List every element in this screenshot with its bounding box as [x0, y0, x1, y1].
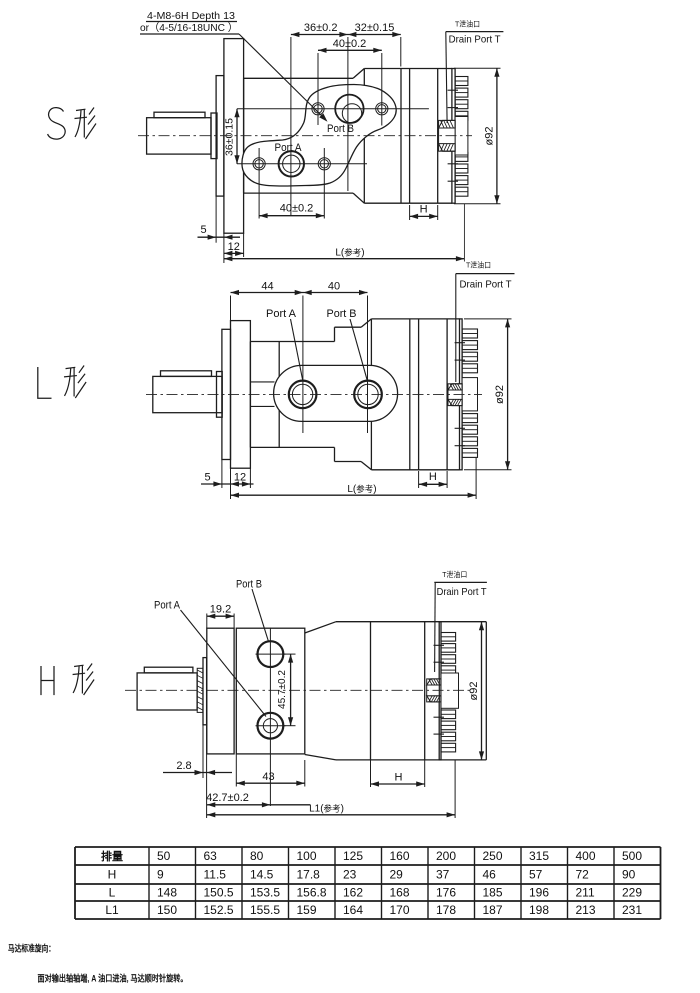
- svg-text:2.8: 2.8: [176, 760, 191, 772]
- svg-text:5: 5: [200, 224, 206, 236]
- svg-text:T泄油口: T泄油口: [455, 19, 480, 29]
- svg-text:Port B: Port B: [327, 308, 357, 320]
- svg-text:Port A: Port A: [266, 308, 297, 320]
- svg-text:72: 72: [576, 868, 590, 882]
- svg-text:187: 187: [483, 903, 503, 917]
- svg-text:36±0.2: 36±0.2: [304, 22, 338, 34]
- svg-text:32±0.15: 32±0.15: [355, 22, 395, 34]
- svg-text:L1: L1: [105, 903, 119, 917]
- svg-text:178: 178: [436, 903, 456, 917]
- svg-text:164: 164: [343, 903, 363, 917]
- svg-text:14.5: 14.5: [250, 868, 274, 882]
- svg-text:125: 125: [343, 849, 363, 863]
- svg-text:250: 250: [483, 849, 503, 863]
- svg-text:H: H: [429, 471, 437, 483]
- svg-text:150: 150: [157, 903, 177, 917]
- svg-text:5: 5: [204, 472, 210, 484]
- svg-text:L: L: [109, 886, 116, 900]
- svg-text:150.5: 150.5: [204, 886, 234, 900]
- svg-text:马达标准旋向：: 马达标准旋向：: [8, 943, 55, 954]
- svg-text:ø92: ø92: [468, 682, 480, 701]
- svg-text:170: 170: [390, 903, 410, 917]
- svg-text:面对输出轴轴端, A 油口进油, 马达顺时针旋转。: 面对输出轴轴端, A 油口进油, 马达顺时针旋转。: [38, 973, 188, 984]
- svg-text:or（4-5/16-18UNC ）: or（4-5/16-18UNC ）: [140, 22, 238, 34]
- svg-text:H: H: [108, 868, 117, 882]
- svg-text:213: 213: [576, 903, 596, 917]
- svg-text:Port A: Port A: [154, 600, 181, 612]
- svg-text:229: 229: [622, 886, 642, 900]
- svg-text:Drain Port T: Drain Port T: [437, 586, 488, 598]
- svg-text:43: 43: [262, 771, 274, 783]
- svg-text:L1(参考): L1(参考): [309, 804, 344, 815]
- svg-text:155.5: 155.5: [250, 903, 280, 917]
- svg-text:T泄油口: T泄油口: [466, 260, 491, 270]
- svg-text:17.8: 17.8: [297, 868, 321, 882]
- svg-text:63: 63: [204, 849, 218, 863]
- svg-text:80: 80: [250, 849, 264, 863]
- svg-text:42.7±0.2: 42.7±0.2: [206, 792, 249, 804]
- svg-text:44: 44: [261, 281, 273, 293]
- svg-text:162: 162: [343, 886, 363, 900]
- svg-text:46: 46: [483, 868, 497, 882]
- svg-text:198: 198: [529, 903, 549, 917]
- svg-text:H: H: [395, 772, 403, 784]
- svg-text:159: 159: [297, 903, 317, 917]
- svg-text:ø92: ø92: [494, 385, 506, 404]
- svg-text:Drain Port T: Drain Port T: [449, 34, 502, 46]
- svg-text:L(参考): L(参考): [347, 484, 376, 495]
- svg-text:4-M8-6H Depth 13: 4-M8-6H Depth 13: [147, 10, 235, 22]
- svg-text:57: 57: [529, 868, 543, 882]
- svg-text:Port B: Port B: [327, 123, 354, 135]
- svg-text:211: 211: [576, 886, 595, 900]
- svg-text:160: 160: [390, 849, 410, 863]
- svg-text:156.8: 156.8: [297, 886, 327, 900]
- svg-text:36±0.15: 36±0.15: [224, 118, 236, 156]
- svg-text:23: 23: [343, 868, 357, 882]
- svg-text:11.5: 11.5: [204, 868, 227, 882]
- svg-text:315: 315: [529, 849, 549, 863]
- svg-text:Drain Port T: Drain Port T: [460, 279, 513, 291]
- svg-text:50: 50: [157, 849, 171, 863]
- svg-text:40±0.2: 40±0.2: [333, 38, 367, 50]
- svg-text:500: 500: [622, 849, 642, 863]
- svg-text:152.5: 152.5: [204, 903, 234, 917]
- svg-text:176: 176: [436, 886, 456, 900]
- svg-text:H: H: [420, 204, 428, 216]
- svg-text:40±0.2: 40±0.2: [280, 202, 314, 214]
- svg-text:37: 37: [436, 868, 450, 882]
- svg-text:Port A: Port A: [275, 142, 303, 154]
- svg-text:100: 100: [297, 849, 317, 863]
- svg-text:Port B: Port B: [236, 579, 262, 591]
- svg-text:185: 185: [483, 886, 503, 900]
- svg-text:168: 168: [390, 886, 410, 900]
- svg-text:153.5: 153.5: [250, 886, 280, 900]
- svg-text:T泄油口: T泄油口: [442, 569, 467, 579]
- svg-text:400: 400: [576, 849, 596, 863]
- svg-text:148: 148: [157, 886, 177, 900]
- svg-text:45.7±0.2: 45.7±0.2: [277, 670, 288, 709]
- svg-text:12: 12: [228, 241, 240, 253]
- svg-text:200: 200: [436, 849, 456, 863]
- svg-text:L(参考): L(参考): [335, 248, 364, 259]
- svg-text:排量: 排量: [101, 849, 123, 863]
- svg-text:19.2: 19.2: [210, 604, 231, 616]
- svg-text:40: 40: [328, 281, 340, 293]
- svg-text:196: 196: [529, 886, 549, 900]
- svg-text:231: 231: [622, 903, 642, 917]
- svg-text:9: 9: [157, 868, 164, 882]
- svg-text:29: 29: [390, 868, 404, 882]
- svg-text:90: 90: [622, 868, 636, 882]
- svg-text:12: 12: [234, 472, 246, 484]
- svg-text:ø92: ø92: [484, 127, 496, 146]
